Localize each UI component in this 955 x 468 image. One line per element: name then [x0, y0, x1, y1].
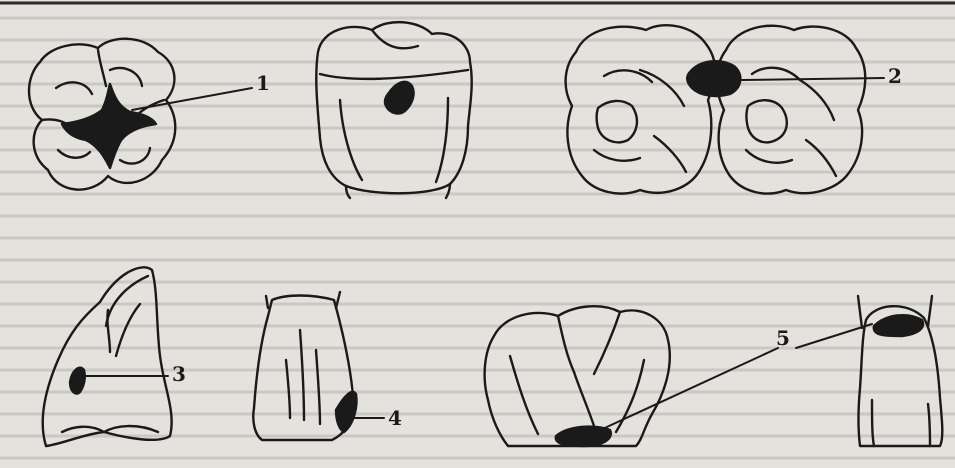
- label-2: 2: [888, 66, 902, 86]
- tooth-pair-proximal-left: [566, 25, 716, 193]
- edge-lesion-5: [874, 315, 923, 336]
- contact-lesion-2: [687, 61, 740, 96]
- fossa-lesion-3: [70, 368, 85, 394]
- leader-line-2: [742, 78, 884, 80]
- label-5: 5: [776, 328, 790, 348]
- cervical-lesion-4: [336, 392, 357, 432]
- leader-line-5: [596, 348, 778, 432]
- label-4: 4: [388, 408, 402, 428]
- pit-lesion-1: [385, 82, 414, 114]
- tooth-pair-proximal-right: [717, 26, 866, 194]
- background-text-lines: [0, 18, 955, 458]
- tooth-incisor-lingual: [43, 267, 172, 446]
- fissure-lesion-1: [62, 84, 156, 168]
- label-3: 3: [172, 364, 186, 384]
- label-1: 1: [256, 73, 270, 93]
- leader-line-5b: [796, 324, 872, 348]
